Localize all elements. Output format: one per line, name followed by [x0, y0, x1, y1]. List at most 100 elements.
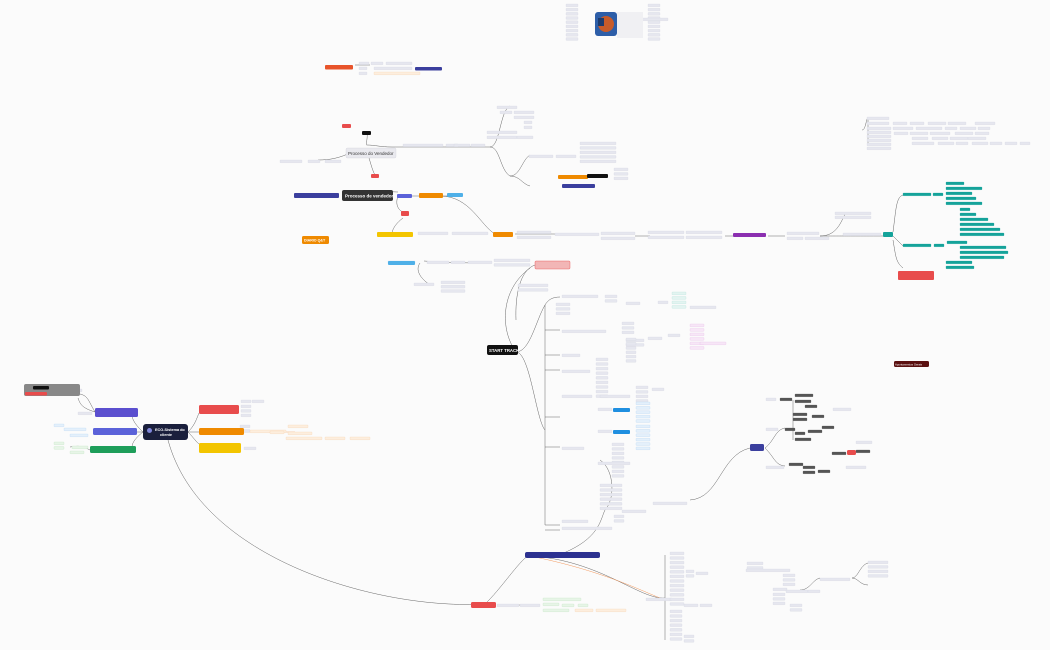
- leaf-node[interactable]: [239, 424, 251, 428]
- leaf-node[interactable]: [517, 283, 549, 287]
- leaf-node[interactable]: [635, 406, 651, 410]
- leaf-node[interactable]: [595, 380, 609, 384]
- leaf-node[interactable]: [959, 207, 971, 211]
- leaf-node[interactable]: [240, 413, 252, 417]
- leaf-node[interactable]: [669, 561, 685, 565]
- leaf-node[interactable]: [789, 608, 803, 612]
- leaf-node[interactable]: [669, 619, 683, 623]
- leaf-node[interactable]: [794, 437, 812, 441]
- leaf-node[interactable]: [831, 451, 847, 455]
- leaf-node[interactable]: [440, 289, 466, 293]
- leaf-node[interactable]: [579, 141, 617, 145]
- leaf-node[interactable]: [669, 614, 683, 618]
- leaf-node[interactable]: [635, 401, 651, 405]
- leaf-node[interactable]: [635, 438, 651, 442]
- leaf-node[interactable]: [561, 519, 589, 523]
- central-node[interactable]: [143, 424, 188, 440]
- leaf-node[interactable]: [772, 597, 786, 601]
- leaf-node[interactable]: [579, 146, 617, 150]
- leaf-node[interactable]: [269, 430, 285, 434]
- leaf-node[interactable]: [635, 424, 651, 428]
- leaf-node[interactable]: [625, 346, 637, 350]
- leaf-node[interactable]: [779, 397, 793, 401]
- leaf-node[interactable]: [685, 569, 695, 573]
- pink-node[interactable]: [534, 260, 571, 270]
- leaf-node[interactable]: [911, 136, 929, 140]
- leaf-node[interactable]: [565, 16, 579, 20]
- leaf-node[interactable]: [902, 192, 932, 196]
- leaf-node[interactable]: [373, 71, 421, 75]
- leaf-node[interactable]: [784, 427, 796, 431]
- leaf-node[interactable]: [945, 186, 983, 190]
- leaf-node[interactable]: [765, 465, 785, 469]
- leaf-node[interactable]: [782, 573, 796, 577]
- leaf-node[interactable]: [542, 597, 582, 601]
- leaf-node[interactable]: [450, 260, 466, 264]
- leaf-node[interactable]: [561, 294, 599, 298]
- leaf-node[interactable]: [845, 465, 867, 469]
- leaf-node[interactable]: [595, 376, 609, 380]
- leaf-node[interactable]: [440, 280, 466, 284]
- leaf-node[interactable]: [685, 230, 723, 234]
- leaf-node[interactable]: [561, 526, 613, 530]
- leaf-node[interactable]: [772, 587, 788, 591]
- leaf-node[interactable]: [486, 130, 518, 134]
- leaf-node[interactable]: [804, 236, 830, 240]
- leaf-node[interactable]: [647, 8, 661, 12]
- leaf-node[interactable]: [635, 410, 651, 414]
- leaf-node[interactable]: [1019, 141, 1031, 145]
- leaf-node[interactable]: [519, 603, 541, 607]
- leaf-node[interactable]: [788, 462, 804, 466]
- leaf-node[interactable]: [625, 359, 637, 363]
- leaf-node[interactable]: [451, 231, 489, 235]
- leaf-node[interactable]: [77, 411, 93, 415]
- leaf-node[interactable]: [866, 146, 892, 150]
- leaf-node[interactable]: [772, 592, 786, 596]
- leaf-node[interactable]: [635, 390, 649, 394]
- sales-process-gray-node[interactable]: [345, 147, 397, 159]
- leaf-node[interactable]: [561, 394, 593, 398]
- leaf-node[interactable]: [802, 465, 816, 469]
- leaf-node[interactable]: [516, 235, 552, 239]
- leaf-node[interactable]: [817, 469, 831, 473]
- leaf-node[interactable]: [373, 66, 413, 70]
- leaf-node[interactable]: [453, 143, 471, 147]
- leaf-node[interactable]: [370, 61, 384, 65]
- leaf-node[interactable]: [765, 397, 777, 401]
- leaf-node[interactable]: [635, 385, 649, 389]
- leaf-node[interactable]: [493, 258, 531, 262]
- leaf-node[interactable]: [855, 449, 871, 453]
- leaf-node[interactable]: [669, 551, 685, 555]
- leaf-node[interactable]: [842, 232, 882, 236]
- leaf-node[interactable]: [866, 138, 892, 142]
- leaf-node[interactable]: [565, 12, 579, 16]
- leaf-node[interactable]: [867, 565, 889, 569]
- leaf-node[interactable]: [555, 154, 577, 158]
- leaf-node[interactable]: [613, 519, 625, 523]
- leaf-node[interactable]: [561, 353, 581, 357]
- leaf-node[interactable]: [669, 588, 685, 592]
- leaf-node[interactable]: [867, 574, 889, 578]
- leaf-node[interactable]: [945, 181, 965, 185]
- leaf-node[interactable]: [499, 110, 513, 114]
- leaf-node[interactable]: [671, 300, 687, 304]
- leaf-node[interactable]: [240, 399, 252, 403]
- leaf-node[interactable]: [669, 609, 683, 613]
- leaf-node[interactable]: [565, 37, 579, 41]
- leaf-node[interactable]: [426, 260, 450, 264]
- leaf-node[interactable]: [959, 232, 1005, 236]
- leaf-node[interactable]: [689, 305, 717, 309]
- lightblue-mini-node[interactable]: [447, 193, 463, 197]
- leaf-node[interactable]: [949, 136, 969, 140]
- leaf-node[interactable]: [671, 291, 687, 295]
- leaf-node[interactable]: [699, 603, 713, 607]
- leaf-node[interactable]: [251, 399, 265, 403]
- blue-right-node[interactable]: [750, 444, 764, 451]
- leaf-node[interactable]: [669, 579, 685, 583]
- leaf-node[interactable]: [69, 433, 89, 437]
- leaf-node[interactable]: [486, 135, 518, 139]
- leaf-node[interactable]: [974, 131, 990, 135]
- leaf-node[interactable]: [832, 407, 852, 411]
- branch-orange[interactable]: [199, 428, 244, 435]
